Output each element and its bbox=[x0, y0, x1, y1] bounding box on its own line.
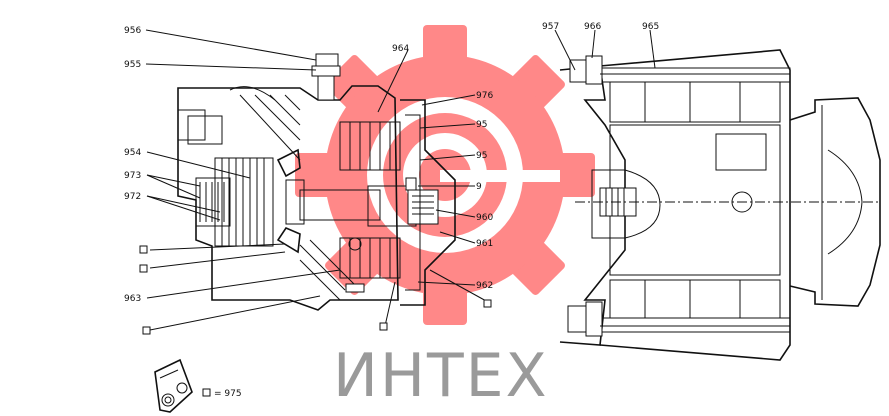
leader-lines bbox=[145, 29, 656, 331]
label-955: 955 bbox=[124, 60, 141, 70]
part-kit-icon bbox=[154, 358, 193, 413]
label-973: 973 bbox=[124, 171, 141, 181]
label-960: 960 bbox=[476, 213, 493, 223]
label-966: 966 bbox=[584, 22, 601, 32]
label-9: 9 bbox=[476, 182, 482, 192]
label-964: 964 bbox=[392, 44, 409, 54]
reference-boxes bbox=[139, 245, 492, 397]
label-963: 963 bbox=[124, 294, 141, 304]
watermark-text: ИНТЕХ bbox=[333, 341, 549, 411]
label-962: 962 bbox=[476, 281, 493, 291]
right-assembly bbox=[559, 49, 881, 361]
legend-975: = 975 bbox=[214, 389, 242, 399]
label-95-upper: 95 bbox=[476, 120, 487, 130]
label-965: 965 bbox=[642, 22, 659, 32]
label-961: 961 bbox=[476, 239, 493, 249]
label-95-lower: 95 bbox=[476, 151, 487, 161]
part-labels: 956 955 964 957 966 965 976 95 95 954 97… bbox=[124, 22, 659, 399]
label-956: 956 bbox=[124, 26, 141, 36]
label-976: 976 bbox=[476, 91, 493, 101]
central-hub bbox=[299, 99, 456, 306]
watermark-gear bbox=[295, 25, 595, 325]
label-954: 954 bbox=[124, 148, 141, 158]
label-957: 957 bbox=[542, 22, 559, 32]
label-972: 972 bbox=[124, 192, 141, 202]
left-housing bbox=[177, 53, 399, 311]
